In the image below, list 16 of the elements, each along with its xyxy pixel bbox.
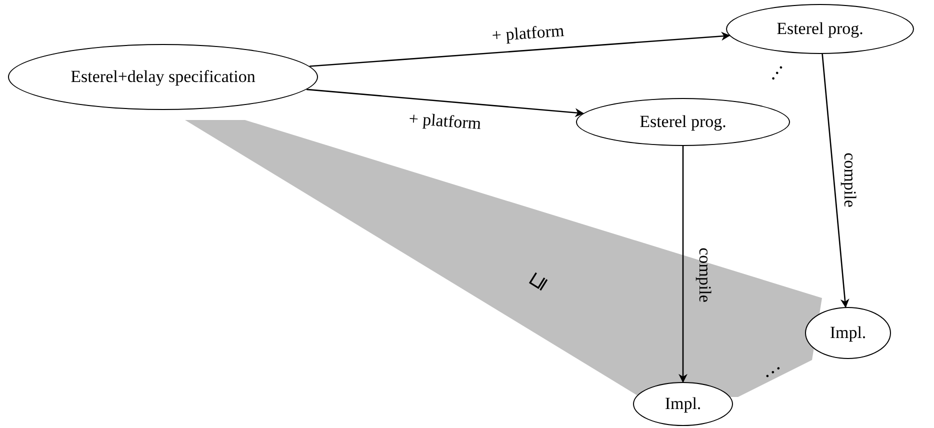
arrow <box>306 88 584 118</box>
relation-symbol: ⊑ <box>525 268 551 294</box>
arrow <box>822 54 850 308</box>
edge-label: compile <box>842 152 858 208</box>
ellipse-node: Impl. <box>633 382 733 426</box>
edge-label: + platform <box>491 22 565 44</box>
ellipse-node: Impl. <box>805 307 891 359</box>
ellipse-node: Esterel+delay specification <box>8 44 318 110</box>
ellipsis: … <box>756 354 784 382</box>
arrow <box>678 146 688 383</box>
ellipse-node: Esterel prog. <box>726 4 914 54</box>
edge-label: compile <box>696 248 714 302</box>
ellipsis: … <box>759 56 787 84</box>
arrow <box>310 32 730 67</box>
edge-label: + platform <box>408 110 482 132</box>
ellipse-node: Esterel prog. <box>576 98 790 146</box>
